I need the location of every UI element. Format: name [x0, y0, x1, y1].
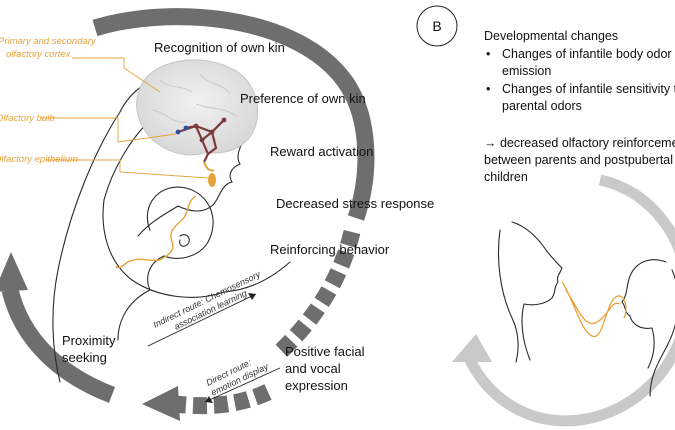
light-cycle-arc: [465, 174, 675, 427]
neural-nodes: [175, 117, 227, 143]
step-reinforcing: Reinforcing behavior: [270, 242, 390, 257]
conclusion-line1: → decreased olfactory reinforcement: [484, 136, 675, 150]
olfactory-bulb-marker: [203, 161, 215, 172]
step-reward: Reward activation: [270, 144, 373, 159]
step-stress: Decreased stress response: [276, 196, 434, 211]
odor-wave-b: [561, 281, 627, 337]
bullet-1-line1: Changes of infantile body odor: [502, 47, 672, 61]
expression-line1: Positive facial: [285, 344, 365, 359]
cortex-label-line2: olfactory cortex: [6, 49, 72, 60]
bullet-2-line1: Changes of infantile sensitivity to: [502, 82, 675, 96]
conclusion-line3: children: [484, 170, 528, 184]
panel-b-label-circle: [416, 5, 458, 47]
bottom-arrowhead-icon: [142, 386, 180, 421]
cycle-arc-right-dashed: [274, 229, 361, 359]
proximity-line1: Proximity: [62, 333, 116, 348]
cycle-arc-left: [1, 287, 116, 403]
brain-illustration: [136, 59, 258, 172]
odor-wave-a: [115, 195, 197, 269]
parent-child-faces: [498, 221, 675, 397]
bullet-2-line2: parental odors: [502, 99, 582, 113]
step-recognition: Recognition of own kin: [154, 40, 285, 55]
bullet-dot-2: •: [486, 82, 490, 96]
expression-line3: expression: [285, 378, 348, 393]
cycle-arc-top: [92, 8, 375, 221]
bullet-dot-1: •: [486, 47, 490, 61]
indirect-route: Indirect route: Chemosensory association…: [147, 269, 262, 347]
label-leaders: [40, 57, 209, 179]
panel-b-heading: Developmental changes: [484, 29, 618, 43]
expression-line2: and vocal: [285, 361, 341, 376]
cycle-arc-bottom-dashed: [174, 384, 272, 415]
panel-b: B Developmental changes • Changes of inf…: [416, 5, 675, 427]
conclusion-line2: between parents and postpubertal: [484, 153, 673, 167]
olfactory-epithelium-marker: [208, 173, 216, 187]
cycle-arrows: [0, 8, 375, 421]
cortex-label-line1: Primary and secondary: [0, 36, 97, 47]
bullet-1-line2: emission: [502, 64, 551, 78]
proximity-line2: seeking: [62, 350, 107, 365]
light-arrowhead-icon: [452, 334, 492, 362]
bulb-label: Olfactory bulb: [0, 113, 55, 124]
step-preference: Preference of own kin: [240, 91, 366, 106]
left-arrowhead-icon: [0, 252, 28, 292]
epithelium-label: Olfactory epithelium: [0, 154, 78, 165]
panel-b-label: B: [432, 18, 441, 34]
